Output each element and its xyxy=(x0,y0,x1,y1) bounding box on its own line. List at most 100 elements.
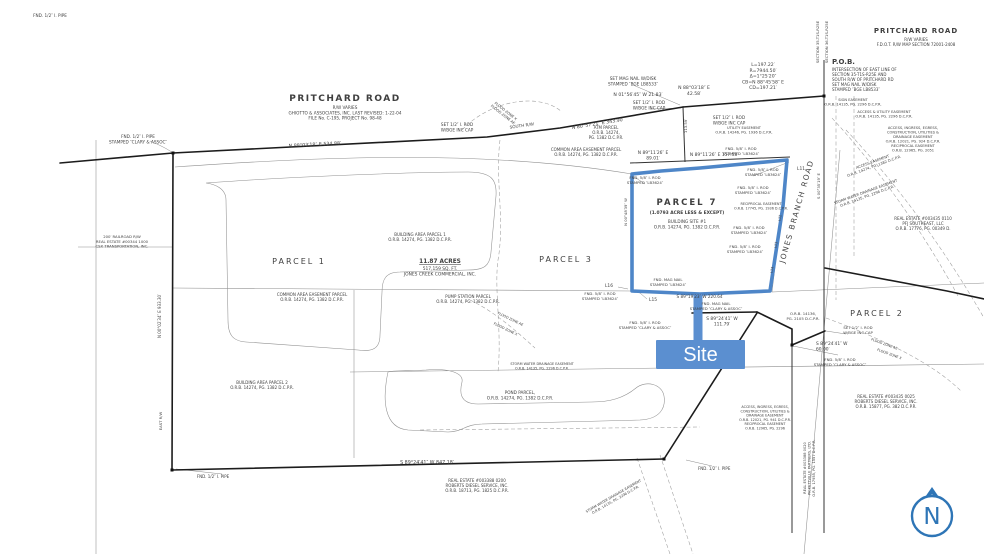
easement-linework-dashed xyxy=(419,96,984,554)
map-annotation: ACCESS, INGRESS, EGRESS,CONSTRUCTION, UT… xyxy=(886,126,941,153)
map-annotation: FND. 1/2″ I. PIPE xyxy=(698,466,731,471)
map-annotation: FND. 1/2″ I. PIPE xyxy=(33,13,67,18)
map-annotation: S 00°35′19″ E xyxy=(816,172,821,198)
map-annotation: SECTION 35-T1S-R25E xyxy=(815,20,820,63)
map-annotation: N 00°48′39″ W xyxy=(623,198,628,226)
map-annotation: STORM WATER DRAINAGE EASEMENTO.R.B. 1413… xyxy=(833,178,900,209)
map-annotation: L16 xyxy=(605,283,613,289)
map-annotation: EAST R/W xyxy=(158,411,163,430)
map-annotation: 517,159 SQ. FT.JONES CREEK COMMERCIAL, I… xyxy=(403,266,476,278)
map-annotation: L11 xyxy=(797,166,805,172)
map-annotation: 113.59′ xyxy=(683,119,688,133)
map-annotation: FND. 1/2″ I. PIPE xyxy=(197,474,230,479)
map-annotation: L12 xyxy=(778,214,783,221)
map-annotation: PARCEL 1 xyxy=(272,257,326,266)
leader-lines xyxy=(149,84,847,475)
map-annotation: P.O.B. xyxy=(832,58,855,66)
map-annotation: SOUTH R/W xyxy=(509,121,534,129)
map-annotation: PARCEL 3 xyxy=(539,255,593,264)
map-annotation: ACCESS EASEMENTO.R.B. 14274, PG. 1382 D.… xyxy=(845,150,902,178)
parcel7-highlight-outline xyxy=(630,158,789,296)
site-callout-box xyxy=(656,340,745,369)
map-annotation: FLOOD ZONE X xyxy=(493,322,519,337)
map-annotation: L14 xyxy=(770,266,775,273)
boundary-linework-bold xyxy=(59,95,984,471)
monument-markers xyxy=(170,94,826,472)
north-compass: N xyxy=(910,487,954,538)
boundary-linework-medium xyxy=(629,60,825,533)
map-annotation: 11.87 ACRES xyxy=(419,259,461,265)
map-annotation: ACCESS, INGRESS, EGRESS,CONSTRUCTION, UT… xyxy=(739,405,791,430)
parcel-linework-thin xyxy=(78,140,984,554)
map-annotation: SECTION 36-T1S-R25E xyxy=(824,20,829,63)
map-annotation: N 01°56′45″ W 21.83′ xyxy=(613,92,662,98)
map-annotation: PARCEL 2 xyxy=(850,309,904,318)
map-annotation: O.R.B. 14136,PG. 2105 D.C.P.R. xyxy=(786,311,819,321)
map-annotation: (1.0793 ACRE LESS & EXCEPT) xyxy=(650,210,725,216)
map-annotation: FLOOD ZONE XFLOOD ZONE AE xyxy=(490,101,519,126)
map-annotation: PRITCHARD ROAD xyxy=(874,27,958,35)
map-annotation: L15 xyxy=(649,297,657,303)
map-annotation: FLOOD ZONE X xyxy=(877,348,903,361)
map-annotation: PARCEL 7 xyxy=(657,198,718,208)
map-annotation: N 00°02′34″ E 933.30′ xyxy=(157,294,162,338)
map-annotation: REAL ESTATE #003388 0020PICKETTVILLE PAR… xyxy=(803,439,816,496)
map-annotation: N 88°03′18″ E 534.88′ xyxy=(288,141,341,150)
map-annotation: L=197.22′R=7944.50′Δ=1°25′20″CB=N 88°45′… xyxy=(742,62,784,91)
site-callout-label: Site xyxy=(683,344,717,366)
site-callout: Site xyxy=(656,294,745,369)
map-annotation: FLOOD ZONE AE xyxy=(871,337,899,350)
map-annotation: N 89°11′26″ E 157.58′ xyxy=(690,152,738,158)
map-annotation: L13 xyxy=(774,241,779,248)
map-annotation: PRITCHARD ROAD xyxy=(289,94,400,104)
compass-north-letter: N xyxy=(923,504,940,530)
site-callout-stem xyxy=(693,294,703,342)
map-annotation: STORM WATER DRAINAGE EASEMENTO.R.B. 1413… xyxy=(585,478,645,517)
map-annotation: S 89°19′23″ W 220.64′ xyxy=(677,294,724,299)
compass-circle xyxy=(910,494,954,538)
map-annotation: POND PARCEL,O.R.B. 14274, PG. 1382 D.C.P… xyxy=(487,390,554,400)
